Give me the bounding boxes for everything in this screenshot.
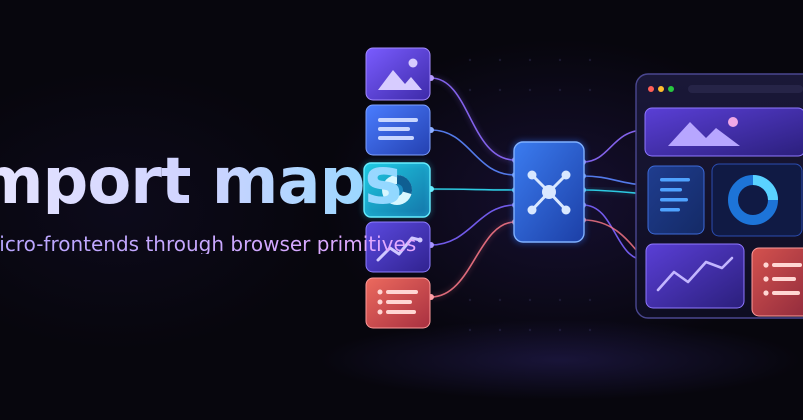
pie-chart-icon bbox=[382, 174, 413, 205]
module-card-text bbox=[365, 104, 431, 156]
text-lines-icon bbox=[378, 118, 418, 140]
network-hub-icon bbox=[527, 170, 571, 215]
hero-image-panel bbox=[644, 107, 803, 157]
import-map-hub bbox=[512, 140, 586, 244]
hero-title: Import maps bbox=[0, 150, 402, 214]
module-card-image bbox=[365, 47, 431, 101]
list-icon bbox=[377, 289, 418, 315]
line-chart-panel bbox=[645, 243, 745, 309]
line-chart-icon bbox=[376, 236, 423, 262]
module-card-chart bbox=[363, 162, 431, 218]
hero-subtitle: Micro-frontends through browser primitiv… bbox=[0, 234, 416, 254]
floor-glow bbox=[320, 320, 800, 400]
window-controls bbox=[648, 85, 803, 93]
text-panel bbox=[647, 165, 705, 235]
browser-window bbox=[635, 73, 803, 319]
module-connections bbox=[430, 77, 516, 298]
module-card-list bbox=[365, 277, 431, 329]
image-icon bbox=[378, 58, 422, 90]
donut-chart-panel bbox=[711, 163, 803, 237]
list-panel bbox=[751, 247, 803, 317]
module-card-analytics bbox=[365, 221, 431, 273]
